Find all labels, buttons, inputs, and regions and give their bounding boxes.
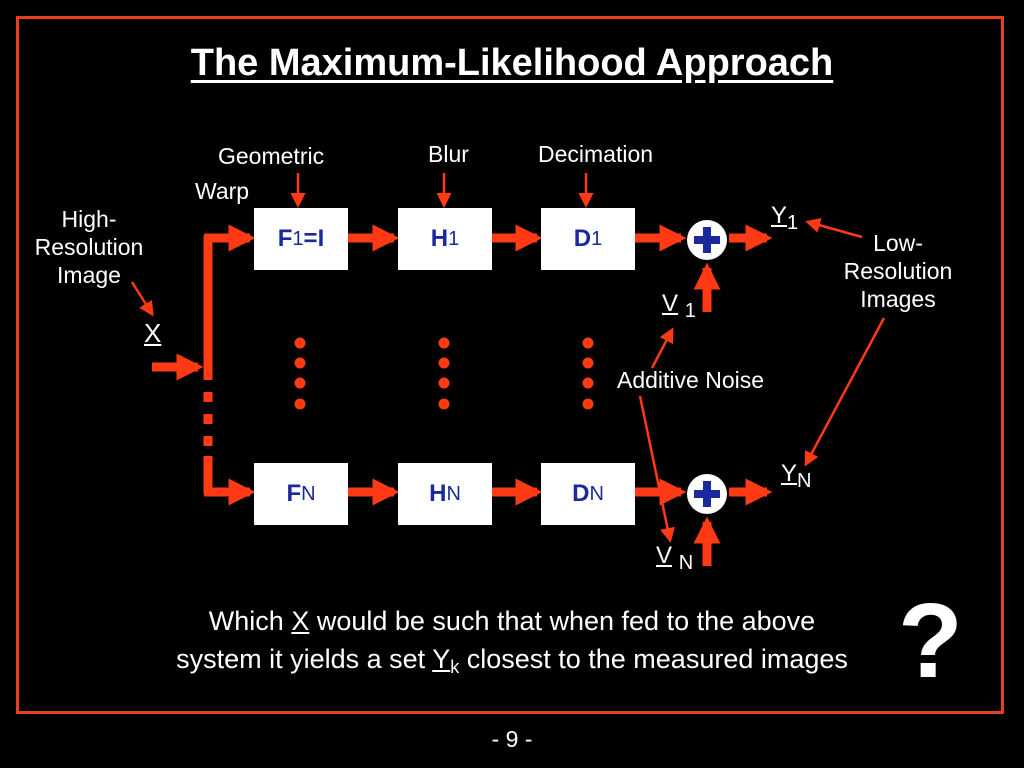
slide-title: The Maximum-Likelihood Approach xyxy=(190,42,834,84)
sum-node-n xyxy=(687,474,727,514)
blur-label: Blur xyxy=(428,141,469,167)
page-number: - 9 - xyxy=(491,726,533,752)
decimation-label: Decimation xyxy=(538,141,654,167)
noise-v1: V 1 xyxy=(662,290,696,322)
warp-label: Warp xyxy=(195,178,250,204)
additive-noise-label: Additive Noise xyxy=(617,367,765,393)
input-x-symbol: X xyxy=(144,318,162,348)
output-yn: YN xyxy=(781,460,812,492)
slide-frame xyxy=(16,16,1004,714)
question-text: Which X would be such that when fed to t… xyxy=(176,606,848,677)
high-res-label: High- Resolution Image xyxy=(34,206,144,288)
question-mark: ? xyxy=(898,582,963,700)
low-res-label: Low- Resolution Images xyxy=(843,230,953,312)
noise-vn: V N xyxy=(656,542,694,574)
output-y1: Y1 xyxy=(771,202,799,234)
ellipsis-dots xyxy=(294,337,594,410)
sum-node-1 xyxy=(687,220,727,260)
geometric-label: Geometric xyxy=(218,143,325,169)
